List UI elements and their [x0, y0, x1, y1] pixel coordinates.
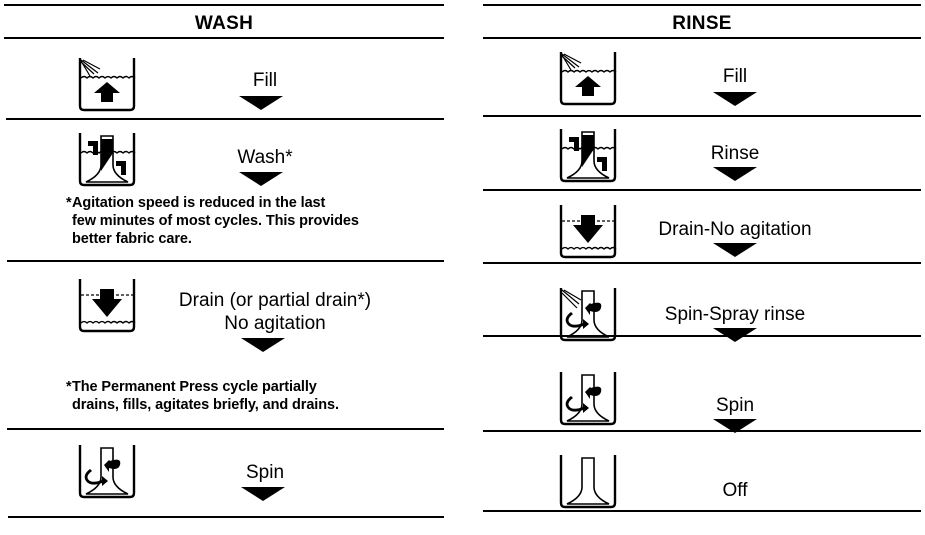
- off-icon: [559, 453, 617, 509]
- divider: [483, 4, 921, 6]
- divider: [6, 118, 444, 120]
- fill-icon: [559, 50, 617, 106]
- agitate-icon: [559, 127, 617, 183]
- step-label: Spin: [245, 462, 285, 483]
- step-label: Rinse: [710, 143, 760, 164]
- step-label: No agitation: [224, 313, 326, 334]
- step-label: Fill: [722, 66, 748, 87]
- divider: [4, 37, 444, 39]
- wash-title: WASH: [194, 13, 254, 34]
- permanent-press-footnote: *The Permanent Press cycle partially dra…: [66, 379, 339, 413]
- next-arrow-icon: [241, 487, 285, 501]
- next-arrow-icon: [713, 167, 757, 181]
- divider: [483, 262, 921, 264]
- next-arrow-icon: [713, 243, 757, 257]
- next-arrow-icon: [239, 172, 283, 186]
- divider: [7, 428, 444, 430]
- step-label: Spin-Spray rinse: [664, 304, 806, 325]
- agitate-icon: [78, 131, 136, 187]
- divider: [7, 260, 444, 262]
- step-label: Drain (or partial drain*): [178, 290, 372, 311]
- divider: [8, 516, 444, 518]
- spin-icon: [559, 370, 617, 426]
- drain-icon: [559, 205, 617, 259]
- fill-icon: [78, 56, 136, 112]
- step-label: Wash*: [237, 147, 293, 168]
- next-arrow-icon: [713, 92, 757, 106]
- next-arrow-icon: [713, 419, 757, 433]
- agitation-footnote: *Agitation speed is reduced in the last …: [66, 195, 359, 247]
- divider: [483, 335, 921, 337]
- next-arrow-icon: [241, 338, 285, 352]
- divider: [483, 430, 921, 432]
- divider: [483, 510, 921, 512]
- divider: [483, 189, 921, 191]
- spin-icon: [78, 443, 136, 499]
- step-label: Drain-No agitation: [658, 219, 812, 240]
- step-label: Off: [722, 480, 748, 501]
- step-label: Spin: [715, 395, 755, 416]
- rinse-title: RINSE: [672, 13, 732, 34]
- divider: [483, 115, 921, 117]
- next-arrow-icon: [239, 96, 283, 110]
- drain-icon: [78, 279, 136, 333]
- divider: [483, 37, 921, 39]
- spin-spray-icon: [559, 286, 617, 342]
- divider: [4, 4, 444, 6]
- step-label: Fill: [252, 70, 278, 91]
